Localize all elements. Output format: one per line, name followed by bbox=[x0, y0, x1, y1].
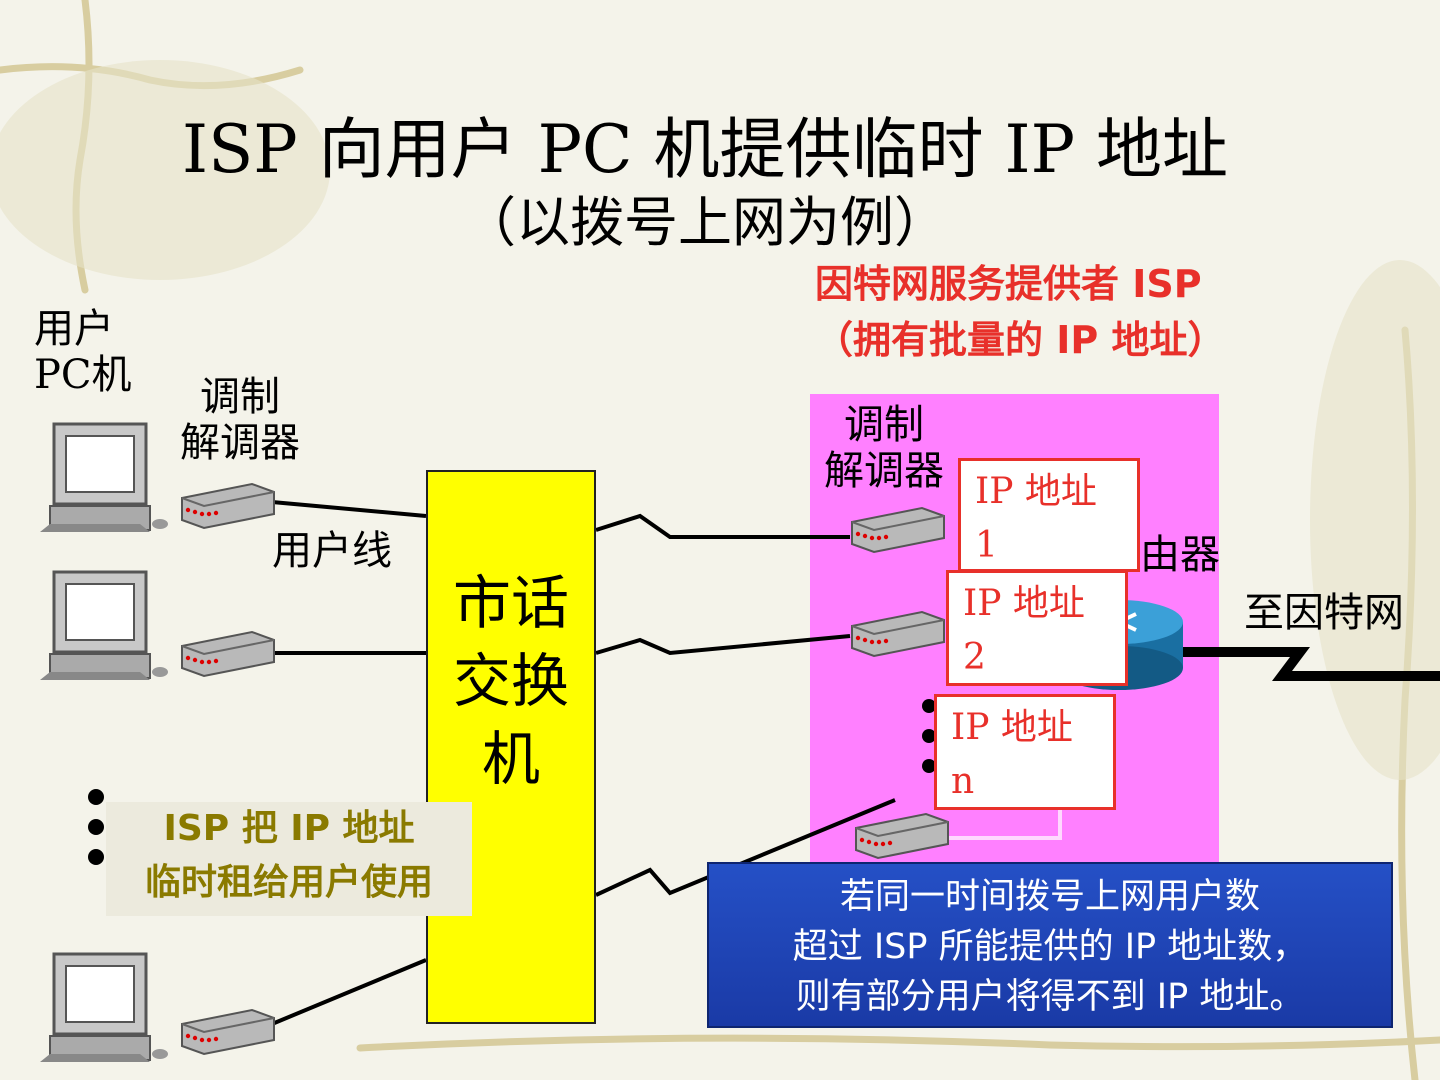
warning-note-line2: 超过 ISP 所能提供的 IP 地址数， bbox=[792, 927, 1308, 967]
modem-left-label: 调制 解调器 bbox=[180, 374, 300, 466]
user-pc-label: 用户 PC机 bbox=[34, 306, 132, 398]
page-title: ISP 向用户 PC 机提供临时 IP 地址 bbox=[182, 111, 1228, 188]
computer-icon-1 bbox=[40, 422, 168, 532]
user-lines bbox=[271, 500, 427, 1026]
internet-line bbox=[1180, 647, 1440, 681]
ip-address-box-n-line1: IP 地址 bbox=[951, 707, 1073, 748]
modem-icon-isp-1 bbox=[851, 506, 945, 554]
trunk-lines bbox=[595, 513, 896, 897]
ip-address-box-2: IP 地址 2 bbox=[946, 570, 1128, 686]
user-ellipsis-icon bbox=[88, 789, 104, 865]
isp-heading-line1: 因特网服务提供者 ISP bbox=[815, 262, 1202, 306]
warning-note-line3: 则有部分用户将得不到 IP 地址。 bbox=[795, 977, 1305, 1017]
user-pc-label-line2: PC机 bbox=[34, 352, 132, 398]
lease-note: ISP 把 IP 地址 临时租给用户使用 bbox=[106, 802, 472, 916]
ip-address-box-1: IP 地址 1 bbox=[958, 458, 1140, 572]
ip-address-box-1-line2: 1 bbox=[975, 525, 998, 566]
page-subtitle: （以拨号上网为例） bbox=[462, 191, 948, 254]
telephone-switch-label: 市话交换机 bbox=[452, 569, 569, 793]
modem-left-label-line1: 调制 bbox=[200, 374, 280, 420]
lease-note-line1: ISP 把 IP 地址 bbox=[163, 808, 415, 849]
modem-right-label-line1: 调制 bbox=[844, 402, 924, 448]
isp-ellipsis-icon bbox=[922, 699, 936, 773]
user-pc-label-line1: 用户 bbox=[34, 306, 114, 352]
isp-heading-line2: （拥有批量的 IP 地址） bbox=[815, 318, 1226, 362]
ip-address-box-1-line1: IP 地址 bbox=[975, 471, 1097, 512]
isp-heading: 因特网服务提供者 ISP （拥有批量的 IP 地址） bbox=[815, 256, 1225, 368]
computer-icon-3 bbox=[40, 952, 168, 1062]
modem-icon-isp-2 bbox=[851, 610, 945, 658]
decorative-shade bbox=[0, 60, 1440, 780]
warning-note-line1: 若同一时间拨号上网用户数 bbox=[839, 877, 1260, 917]
lease-note-line2: 临时租给用户使用 bbox=[144, 862, 433, 903]
warning-note: 若同一时间拨号上网用户数 超过 ISP 所能提供的 IP 地址数， 则有部分用户… bbox=[707, 862, 1393, 1028]
modem-icon-user-1 bbox=[181, 482, 275, 530]
modem-icon-user-3 bbox=[181, 1008, 275, 1056]
user-line-label: 用户线 bbox=[272, 528, 392, 574]
ip-address-box-n-line2: n bbox=[951, 761, 975, 802]
telephone-switch: 市话交换机 bbox=[426, 470, 596, 1024]
to-internet-label: 至因特网 bbox=[1244, 590, 1404, 636]
ip-address-box-2-line1: IP 地址 bbox=[963, 583, 1085, 624]
computer-icon-2 bbox=[40, 570, 168, 680]
ip-address-box-n: IP 地址 n bbox=[934, 694, 1116, 810]
modem-right-label: 调制 解调器 bbox=[824, 402, 944, 494]
modem-icon-isp-3 bbox=[855, 812, 949, 860]
modem-icon-user-2 bbox=[181, 630, 275, 678]
modem-right-label-line2: 解调器 bbox=[824, 448, 944, 494]
modem-left-label-line2: 解调器 bbox=[180, 420, 300, 466]
ip-address-box-2-line2: 2 bbox=[963, 637, 986, 678]
